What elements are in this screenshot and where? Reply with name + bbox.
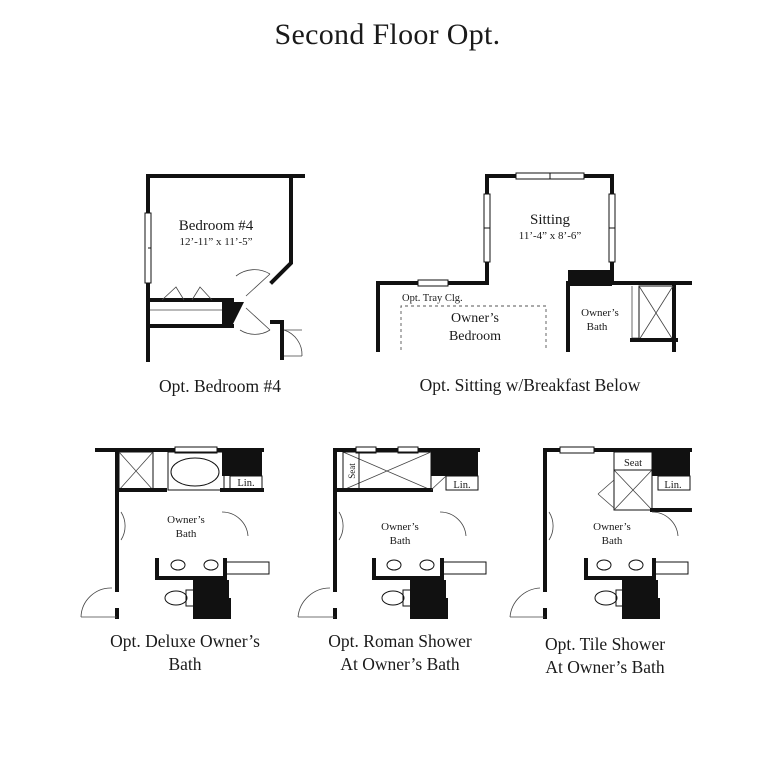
roman-caption-line2: At Owner’s Bath — [340, 654, 460, 674]
sitting-owners-bath-line1: Owner’s — [581, 307, 619, 319]
tray-ceiling-outline — [400, 305, 547, 350]
roman-linen-label: Lin. — [453, 480, 470, 491]
tile-bath-label-line2: Bath — [602, 535, 623, 547]
roman-shower-plan — [297, 446, 487, 619]
deluxe-caption-line2: Bath — [168, 654, 202, 674]
roman-bath-label-line1: Owner’s — [381, 521, 419, 533]
roman-bath-label-line2: Bath — [390, 535, 411, 547]
bedroom4-room-name: Bedroom #4 — [179, 218, 254, 234]
sitting-caption: Opt. Sitting w/Breakfast Below — [419, 375, 641, 395]
sitting-room-name: Sitting — [530, 212, 571, 228]
owners-bedroom-label-line1: Owner’s — [451, 311, 499, 326]
bedroom4-chase — [222, 302, 244, 326]
tile-caption-line1: Opt. Tile Shower — [544, 634, 666, 654]
deluxe-bath-label-line1: Owner’s — [167, 514, 205, 526]
deluxe-caption-line1: Opt. Deluxe Owner’s — [110, 631, 260, 651]
deluxe-bath-label-line2: Bath — [176, 528, 197, 540]
deluxe-caption: Opt. Deluxe Owner’s Bath — [70, 630, 300, 676]
tray-ceiling-label: Opt. Tray Clg. — [402, 293, 463, 304]
bedroom4-plan — [144, 174, 305, 362]
owners-bedroom-label-line2: Bedroom — [449, 329, 501, 344]
bedroom-window — [417, 279, 449, 287]
deluxe-linen-label: Lin. — [237, 478, 254, 489]
roman-caption: Opt. Roman Shower At Owner’s Bath — [290, 630, 510, 676]
sitting-owners-bath-line2: Bath — [587, 321, 608, 333]
tile-seat-label: Seat — [624, 458, 642, 469]
bedroom4-caption: Opt. Bedroom #4 — [158, 376, 281, 396]
tile-bath-label-line1: Owner’s — [593, 521, 631, 533]
tile-caption-line2: At Owner’s Bath — [545, 657, 665, 677]
roman-caption-line1: Opt. Roman Shower — [328, 631, 472, 651]
bedroom4-room-dims: 12’-11” x 11’-5” — [179, 236, 252, 248]
tile-shower-plan — [509, 446, 692, 619]
tile-linen-label: Lin. — [664, 480, 681, 491]
roman-seat-label: Seat — [347, 463, 357, 479]
page-title: Second Floor Opt. — [274, 18, 501, 51]
tile-caption: Opt. Tile Shower At Owner’s Bath — [505, 633, 705, 679]
sitting-plan — [376, 172, 692, 352]
sitting-chase — [568, 270, 612, 286]
deluxe-bath-plan — [80, 446, 270, 619]
sitting-room-dims: 11’-4” x 8’-6” — [519, 230, 582, 242]
